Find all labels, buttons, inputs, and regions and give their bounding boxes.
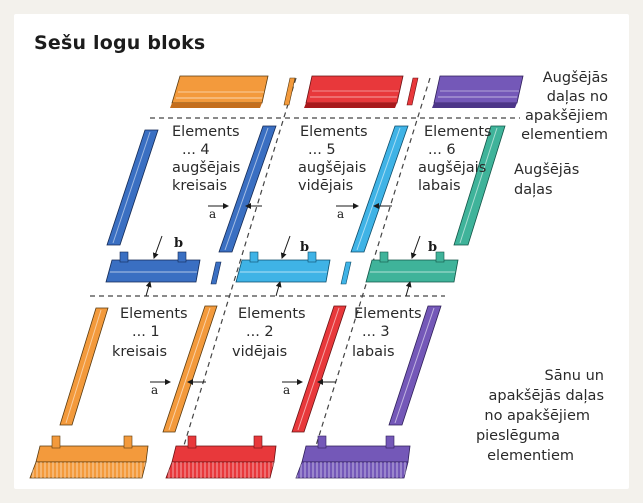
mid-left-flashing [105,251,201,283]
svg-text:kreisais: kreisais [172,178,227,194]
svg-text:apakšējās daļas: apakšējās daļas [489,388,604,404]
bottom-right-flashing [295,435,411,479]
element-1-label: Elements ... 1 kreisais [112,306,188,360]
svg-text:kreisais: kreisais [112,344,167,360]
mid-right-flashing [365,251,459,283]
svg-text:... 1: ... 1 [132,324,160,340]
svg-text:vidējais: vidējais [298,178,353,194]
svg-text:daļas no: daļas no [547,89,608,105]
dimension-b-label: b [174,236,183,251]
top-small-orange-piece [283,77,296,106]
element-4-label: Elements ... 4 augšējais kreisais [172,124,240,194]
mid-small-lightblue-piece [340,261,352,285]
bottom-left-flashing [29,435,149,479]
dimension-b-label: b [300,240,309,255]
svg-text:vidējais: vidējais [232,344,287,360]
svg-text:Elements: Elements [238,306,306,322]
svg-text:Augšējās: Augšējās [514,162,579,178]
element-4-strip [218,125,277,253]
dimension-arrows [145,203,421,385]
element-6-label: Elements ... 6 augšējais labais [418,124,492,194]
top-small-red-piece [406,77,419,106]
top-right-flashing [432,75,524,108]
element-5-label: Elements ... 5 augšējais vidējais [298,124,368,194]
svg-text:daļas: daļas [514,182,553,198]
svg-text:no apakšējiem: no apakšējiem [484,408,590,424]
element-3-label: Elements ... 3 labais [352,306,422,360]
svg-text:augšējais: augšējais [418,160,486,176]
svg-text:... 6: ... 6 [428,142,456,158]
bottom-middle-flashing [165,435,277,479]
svg-text:labais: labais [418,178,461,194]
upper-left-side-strip [106,129,159,246]
svg-text:elementiem: elementiem [487,448,574,464]
page-title: Sešu logu bloks [34,32,206,54]
mid-middle-flashing [235,251,331,283]
svg-text:augšējais: augšējais [172,160,240,176]
svg-text:Elements: Elements [172,124,240,140]
svg-text:Sānu un: Sānu un [545,368,604,384]
svg-text:elementiem: elementiem [521,127,608,143]
element-6-strip [453,125,506,246]
mid-small-blue-piece [210,261,222,285]
dimension-a-label: a [209,207,216,221]
svg-text:apakšējiem: apakšējiem [525,108,608,124]
svg-text:Elements: Elements [354,306,422,322]
svg-text:... 2: ... 2 [246,324,274,340]
svg-text:augšējais: augšējais [298,160,366,176]
top-left-flashing [170,75,269,108]
svg-text:... 4: ... 4 [182,142,210,158]
dimension-a-label: a [151,383,158,397]
svg-text:Elements: Elements [424,124,492,140]
svg-text:labais: labais [352,344,395,360]
svg-text:Elements: Elements [120,306,188,322]
label-top-parts: Augšējās daļas [514,162,579,198]
svg-text:pieslēguma: pieslēguma [476,428,560,444]
label-side-and-bottom-parts: Sānu un apakšējās daļas no apakšējiem pi… [476,368,604,464]
top-middle-flashing [304,75,404,108]
svg-text:Elements: Elements [300,124,368,140]
svg-text:... 3: ... 3 [362,324,390,340]
svg-text:Augšējās: Augšējās [543,70,608,86]
label-top-parts-from-bottom-elements: Augšējās daļas no apakšējiem elementiem [521,70,608,143]
dimension-b-label: b [428,240,437,255]
svg-text:... 5: ... 5 [308,142,336,158]
dimension-a-label: a [337,207,344,221]
element-5-strip [350,125,409,253]
dimension-a-label: a [283,383,290,397]
element-2-label: Elements ... 2 vidējais [232,306,306,360]
